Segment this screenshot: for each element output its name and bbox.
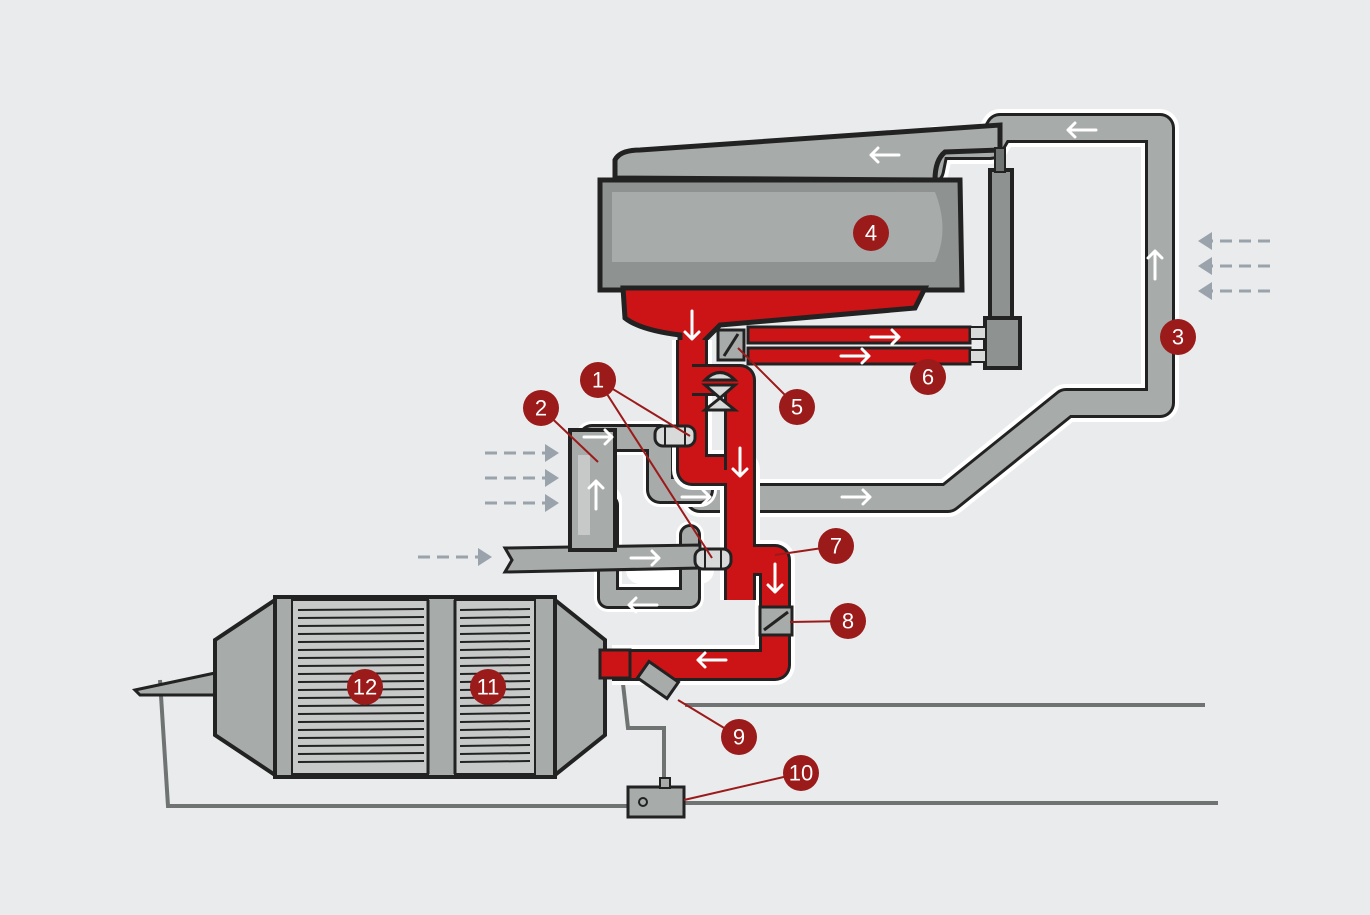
svg-text:6: 6	[922, 365, 934, 390]
svg-text:2: 2	[535, 396, 547, 421]
svg-text:9: 9	[733, 725, 745, 750]
marker-1: 1	[580, 362, 616, 398]
engine-block	[597, 122, 1022, 370]
flow-arrow-icon	[627, 596, 659, 614]
marker-3: 3	[1160, 319, 1196, 355]
marker-12: 12	[347, 669, 383, 705]
flow-arrow-icon	[587, 479, 605, 511]
marker-9: 9	[721, 719, 757, 755]
flow-arrow-icon	[840, 488, 872, 506]
incoming-air-arrows-right	[1198, 232, 1270, 300]
flow-arrow-icon	[869, 146, 901, 164]
marker-2: 2	[523, 390, 559, 426]
flow-arrow-icon	[731, 446, 749, 478]
marker-7: 7	[818, 528, 854, 564]
flow-arrow-icon	[766, 562, 784, 594]
flow-arrow-icon	[1146, 249, 1164, 281]
svg-text:4: 4	[865, 221, 877, 246]
arrow-icon	[582, 121, 1164, 669]
flow-arrow-icon	[629, 549, 661, 567]
svg-text:7: 7	[830, 534, 842, 559]
sensor-wires	[158, 674, 1218, 808]
throttle-flap-icon	[758, 605, 794, 637]
svg-text:8: 8	[842, 609, 854, 634]
svg-text:10: 10	[789, 761, 813, 786]
flow-arrow-icon	[683, 309, 701, 341]
flow-arrow-icon	[1066, 121, 1098, 139]
flow-arrow-icon	[582, 428, 614, 446]
marker-11: 11	[470, 669, 506, 705]
sensor-icon	[626, 659, 686, 819]
marker-10: 10	[783, 755, 819, 791]
flow-arrow-icon	[680, 488, 712, 506]
incoming-air-arrows-left	[418, 444, 559, 566]
valve-icon	[700, 371, 740, 412]
svg-text:1: 1	[592, 368, 604, 393]
marker-6: 6	[910, 359, 946, 395]
marker-4: 4	[853, 215, 889, 251]
marker-8: 8	[830, 603, 866, 639]
flow-arrow-icon	[839, 347, 871, 365]
svg-text:5: 5	[791, 395, 803, 420]
flow-arrow-icon	[696, 651, 728, 669]
intercooler	[568, 428, 617, 552]
svg-text:3: 3	[1172, 325, 1184, 350]
flow-arrow-icon	[869, 328, 901, 346]
svg-text:12: 12	[353, 675, 377, 700]
egr-valve	[716, 328, 746, 362]
marker-5: 5	[779, 389, 815, 425]
turbocharger-icon	[653, 424, 733, 571]
svg-text:11: 11	[477, 675, 500, 700]
